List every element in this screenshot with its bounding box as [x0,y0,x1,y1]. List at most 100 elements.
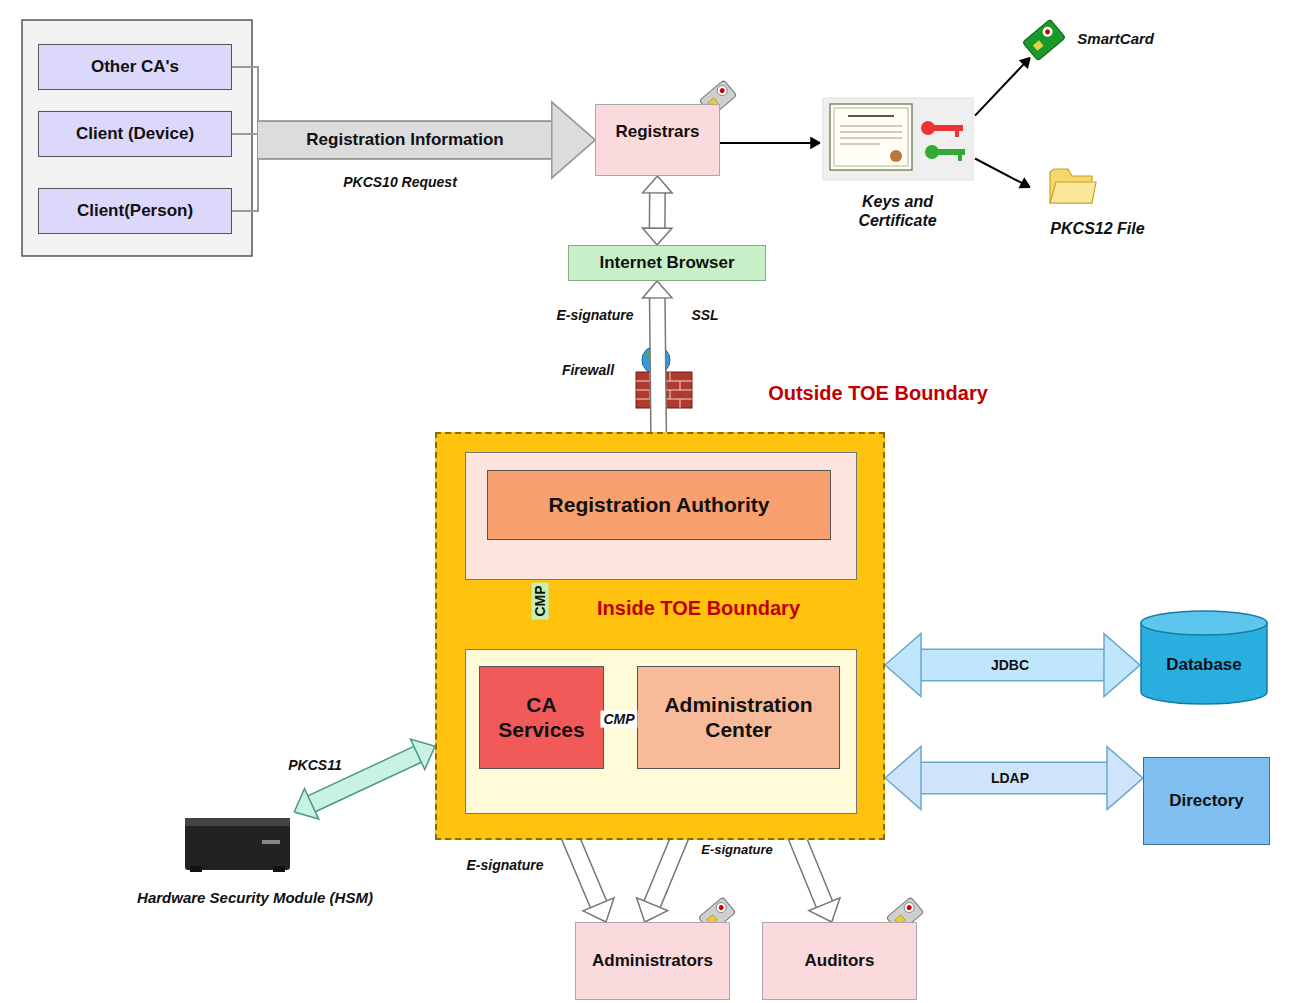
arrow-head [885,633,921,696]
arrow-head [552,102,595,178]
arrow-head [885,747,921,810]
smartcard: SmartCard [1030,8,1158,70]
arrow-shaft [975,159,1022,184]
arrow-head [637,898,668,922]
arrow-head [410,739,435,769]
browser-box: Internet Browser [568,245,766,281]
toe-boundary: Inside TOE Boundary Registration Authorit… [435,432,885,840]
ra-box: Registration Authority [487,470,831,540]
arrow-outline [649,193,666,228]
arrow-head [552,102,595,178]
node-text: Registration Authority [549,493,770,517]
connector-label: LDAP [988,770,1032,787]
client-box: Client (Device) [38,111,232,157]
connector [232,102,595,178]
connector-label: Registration Information [303,130,506,150]
connector [294,739,435,819]
connector [885,747,1143,810]
hsm-picture [185,818,290,872]
node-text: Administration Center [659,693,819,741]
arrow-head [643,281,672,298]
arrow-outline [657,298,659,453]
connector [975,159,1030,188]
arrow-shaft [657,298,659,453]
node-text: Database [1166,655,1242,675]
arrow-outline [258,121,552,160]
connector-label: E-signature [698,842,776,858]
folder-picture [1050,169,1096,203]
registrar-box: Registrars [595,104,720,176]
arrow-shaft [921,650,1104,680]
database-cylinder: Database [1140,610,1268,705]
connector [720,138,820,148]
arrow-head [583,898,614,922]
directory-box: Directory [1143,757,1270,845]
arrow-outline [258,121,552,160]
arrow-shaft [975,64,1024,115]
node-text: CA Services [494,693,589,741]
node-text: PKCS12 File [1050,220,1144,238]
node-text: Internet Browser [599,253,734,273]
node-text: SmartCard [1077,30,1154,47]
connector-label: CMP [600,711,637,728]
connector [642,176,672,245]
arrow-shaft [650,193,664,228]
arrow-shaft [921,763,1107,793]
node-text: Registrars [615,122,699,142]
hsm-device: Hardware Security Module (HSM) [115,812,395,906]
node-text: Hardware Security Module (HSM) [137,889,373,906]
client-box: Client(Person) [38,188,232,234]
administrators-box: Administrators [575,922,730,1000]
pkcs12-file: PKCS12 File [1030,160,1165,238]
arrow-head [809,898,840,922]
node-text: Keys and Certificate [843,193,953,230]
auditors-box: Auditors [762,922,917,1000]
arrow-head [1020,58,1030,68]
connector [232,67,595,178]
node-text: Other CA's [91,57,179,77]
connector [885,633,1140,696]
arrow-head [642,228,671,245]
arrow-shaft [232,67,258,140]
connector-label: PKCS11 [285,757,344,774]
keys-certificate: Keys and Certificate [820,100,975,230]
boundary-label: Outside TOE Boundary [765,381,991,405]
arrow-head [1107,747,1143,810]
connector [975,58,1030,116]
node-text: Auditors [805,951,875,971]
connector-label: JDBC [988,657,1032,674]
connector [232,102,595,211]
arrow-head [643,176,672,193]
arrow-shaft [720,142,811,144]
arrow-shaft [232,140,258,211]
arrow-shaft [258,122,552,158]
node-text: Client(Person) [77,201,193,221]
arrow-head [811,138,820,148]
node-text: Directory [1169,791,1244,811]
connector-label: E-signature [553,307,636,324]
node-text: Client (Device) [76,124,194,144]
arrow-shaft [258,122,552,158]
arrow-head [552,102,595,178]
arrow-head [1104,634,1140,697]
admin-center-box: Administration Center [637,666,840,769]
channel-label: SSL [688,307,721,324]
arrow-outline [921,648,1104,681]
smartcard-picture [1022,19,1065,61]
client-group [22,20,252,256]
connector-label: E-signature [463,857,546,874]
node-text: Administrators [592,951,713,971]
connector-label: CMP [532,582,549,619]
cylinder-top [1141,611,1267,635]
node-text: Inside TOE Boundary [597,597,800,620]
keys-certificate-picture [823,98,973,180]
request-format: PKCS10 Request [340,174,460,191]
arrow-head [1020,179,1030,188]
arrow-shaft [232,134,258,140]
arrow-shaft [258,122,552,158]
firewall-label: Firewall [559,362,617,379]
arrow-outline [258,121,552,160]
arrow-outline [921,762,1107,795]
